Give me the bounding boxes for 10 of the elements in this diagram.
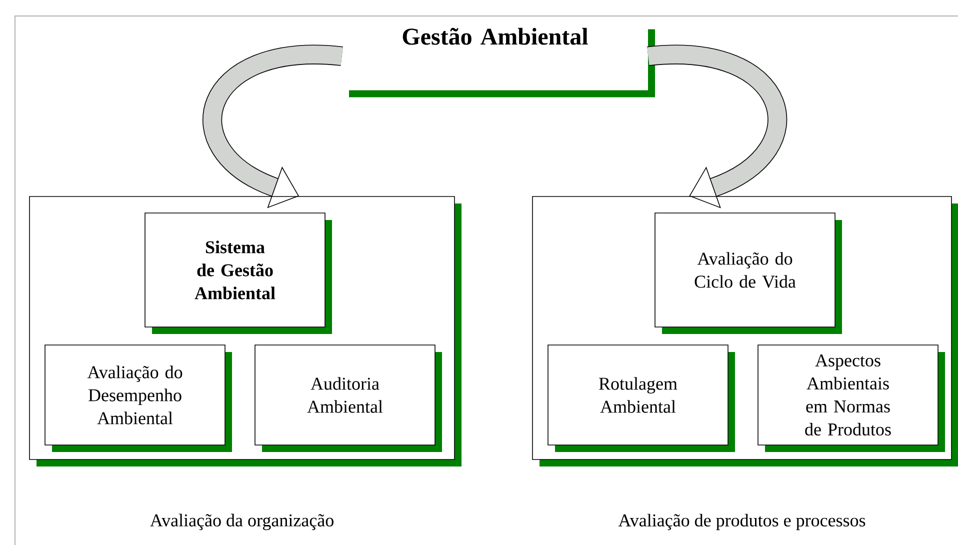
process-box: Auditoria Ambiental — [254, 344, 442, 452]
process-box: Avaliação do Desempenho Ambiental — [44, 344, 232, 452]
process-box: Sistema de Gestão Ambiental — [144, 212, 332, 334]
process-box: Aspectos Ambientais em Normas de Produtos — [758, 344, 945, 452]
title-box: Gestão Ambiental — [342, 22, 655, 98]
process-box: Avaliação do Ciclo de Vida — [654, 212, 842, 334]
process-box: Rotulagem Ambiental — [548, 344, 735, 452]
node-label: Avaliação de produtos e processos — [618, 514, 866, 530]
curved-arrow — [648, 44, 788, 208]
node-label: Avaliação da organização — [150, 514, 334, 530]
